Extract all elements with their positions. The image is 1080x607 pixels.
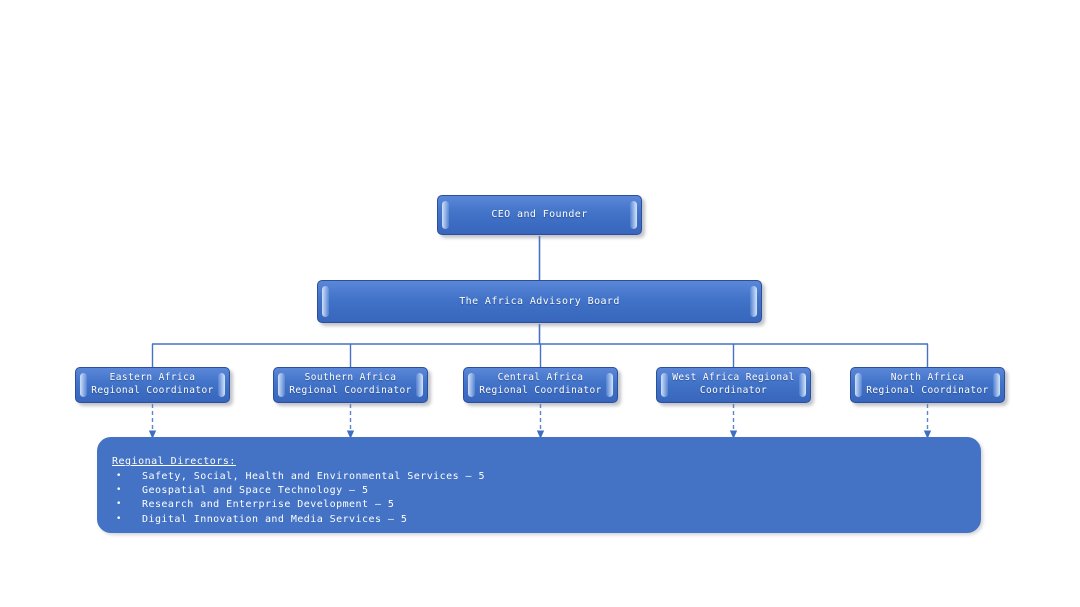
regional-director-item: • Safety, Social, Health and Environmenta… bbox=[112, 470, 980, 484]
coordinator-label: Central Africa Regional Coordinator bbox=[479, 372, 602, 396]
node-north-africa-regional-coordinator[interactable]: North Africa Regional Coordinator bbox=[850, 367, 1005, 403]
node-central-africa-regional-coordinator[interactable]: Central Africa Regional Coordinator bbox=[463, 367, 618, 403]
regional-director-label: Safety, Social, Health and Environmental… bbox=[142, 471, 485, 482]
panel-regional-directors[interactable]: Regional Directors: • Safety, Social, Hea… bbox=[97, 437, 981, 533]
node-eastern-africa-regional-coordinator[interactable]: Eastern Africa Regional Coordinator bbox=[75, 367, 230, 403]
regional-director-label: Digital Innovation and Media Services – … bbox=[142, 513, 408, 525]
node-ceo-and-founder[interactable]: CEO and Founder bbox=[437, 195, 642, 235]
coordinator-label: West Africa Regional Coordinator bbox=[672, 372, 795, 396]
bullet-icon: • bbox=[116, 471, 122, 481]
bullet-icon: • bbox=[116, 485, 122, 496]
regional-director-item: • Digital Innovation and Media Services –… bbox=[112, 513, 980, 527]
regional-director-label: Research and Enterprise Development – 5 bbox=[142, 499, 395, 511]
bullet-icon: • bbox=[116, 499, 122, 510]
node-africa-advisory-board[interactable]: The Africa Advisory Board bbox=[317, 280, 762, 323]
node-ceo-label: CEO and Founder bbox=[491, 209, 588, 221]
regional-directors-list: • Safety, Social, Health and Environmenta… bbox=[112, 470, 980, 527]
node-west-africa-regional-coordinator[interactable]: West Africa Regional Coordinator bbox=[656, 367, 811, 403]
regional-director-label: Geospatial and Space Technology – 5 bbox=[142, 485, 369, 497]
bullet-icon: • bbox=[116, 513, 122, 524]
regional-directors-title: Regional Directors: bbox=[112, 456, 236, 467]
coordinator-label: Eastern Africa Regional Coordinator bbox=[91, 372, 214, 396]
regional-director-item: • Geospatial and Space Technology – 5 bbox=[112, 484, 980, 498]
node-board-label: The Africa Advisory Board bbox=[459, 295, 620, 307]
regional-director-item: • Research and Enterprise Development – 5 bbox=[112, 498, 980, 512]
coordinator-label: North Africa Regional Coordinator bbox=[866, 372, 989, 396]
node-southern-africa-regional-coordinator[interactable]: Southern Africa Regional Coordinator bbox=[273, 367, 428, 403]
coordinator-label: Southern Africa Regional Coordinator bbox=[289, 372, 412, 396]
